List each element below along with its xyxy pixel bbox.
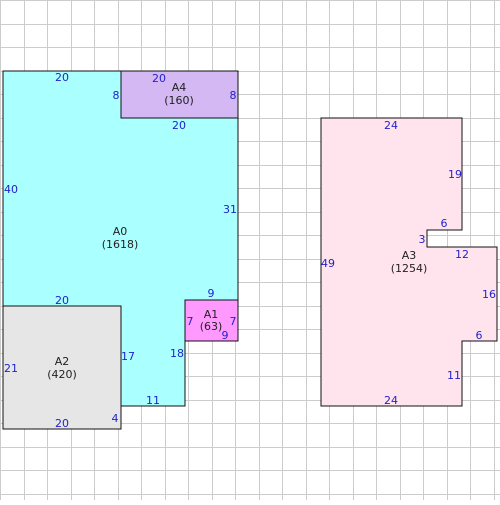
dim-A3-top: 24	[384, 119, 398, 132]
area-A2[interactable]: A2 (420)	[2, 305, 122, 430]
dim-A0-step-vertical: 18	[170, 347, 184, 360]
area-A4-value: (160)	[164, 94, 194, 107]
area-A4-shape	[120, 70, 239, 119]
dim-A3-left: 49	[321, 257, 335, 270]
dim-A0-inner-top: 20	[172, 119, 186, 132]
dim-A1-left: 7	[187, 315, 194, 328]
dim-A4-top: 20	[152, 72, 166, 85]
area-A3-value: (1254)	[391, 262, 428, 275]
dim-A3-notch-bottom: 12	[455, 248, 469, 261]
area-A4[interactable]: A4 (160)	[120, 70, 239, 119]
area-A1-label: A1	[204, 308, 219, 321]
dim-A2-notch: 4	[112, 412, 119, 425]
area-A2-value: (420)	[47, 368, 77, 381]
dim-A3-bottom: 24	[384, 394, 398, 407]
dim-A0-notch-horizontal: 20	[55, 294, 69, 307]
area-A0-label: A0	[113, 225, 128, 238]
dim-A1-right: 7	[230, 315, 237, 328]
dim-A4-left: 8	[113, 89, 120, 102]
dim-A0-step-top: 9	[208, 287, 215, 300]
dim-A4-right: 8	[230, 89, 237, 102]
area-A1-value: (63)	[200, 320, 223, 333]
dim-A0-bottom: 11	[146, 394, 160, 407]
dim-A3-notch-top: 6	[441, 217, 448, 230]
dim-A0-right: 31	[223, 203, 237, 216]
area-A2-label: A2	[55, 355, 70, 368]
dim-A3-right-mid: 16	[482, 288, 496, 301]
dim-A2-bottom: 20	[55, 417, 69, 430]
area-A2-shape	[2, 305, 122, 430]
area-A3[interactable]: A3 (1254)	[320, 117, 498, 407]
area-A4-label: A4	[172, 81, 187, 94]
dim-A1-bottom: 9	[222, 329, 229, 342]
area-A3-label: A3	[402, 249, 417, 262]
area-A1[interactable]: A1 (63)	[184, 299, 239, 342]
dim-A2-left: 21	[4, 362, 18, 375]
dim-A3-right-lower: 11	[447, 369, 461, 382]
dim-A0-left: 40	[4, 183, 18, 196]
area-A3-shape	[320, 117, 498, 407]
area-A0-value: (1618)	[102, 238, 139, 251]
dim-A0-inner-vertical: 17	[121, 350, 135, 363]
dim-A3-step: 6	[476, 329, 483, 342]
dim-A0-top: 20	[55, 71, 69, 84]
dim-A3-notch-side: 3	[419, 233, 426, 246]
area-A1-shape	[184, 299, 239, 342]
dim-A3-right-upper: 19	[448, 168, 462, 181]
